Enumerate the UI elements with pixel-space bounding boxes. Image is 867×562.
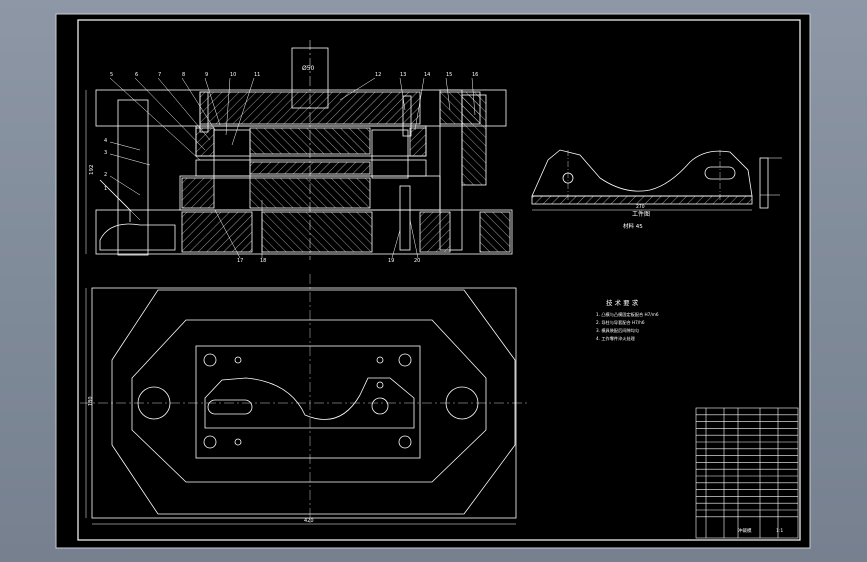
sketch-material: 材料 45 [623,222,643,230]
upper-plate-hatch [199,91,421,125]
part-number-label: 10 [230,72,236,78]
part-number-label: 8 [182,72,185,78]
sketch-width-dim: 270 [636,204,645,210]
part-number-label: 5 [110,72,113,78]
title-block-frame [695,407,799,539]
technical-requirements: 技 术 要 求 1. 凸模与凸模固定板配合 H7/m6 2. 导柱与导套配合 H… [596,298,659,342]
part-number-label: 15 [446,72,452,78]
guide-pillar-left [117,99,149,256]
assembly-section-view [85,40,513,260]
part-number-label: 19 [388,258,394,264]
workpiece-sketch [531,149,782,211]
part-number-label: 7 [158,72,161,78]
punch [213,129,251,179]
sketch-caption: 工件图 [632,210,650,218]
inner-border [77,19,801,541]
part-number-label: 11 [254,72,260,78]
plan-width-dim: 420 [304,518,314,524]
part-number-label: 12 [375,72,381,78]
part-number-label: 4 [104,138,107,144]
part-number-label: 1 [104,186,107,192]
lower-die-plan-view [80,274,530,526]
title-block-scale: 1:1 [776,528,783,534]
tech-notes-title: 技 术 要 求 [606,298,639,307]
part-number-label: 9 [205,72,208,78]
title-block-name: 冲裁模 [738,527,752,534]
part-number-label: 18 [260,258,266,264]
height-dimension: 192 [89,165,95,176]
part-number-label: 6 [135,72,138,78]
cavity-outline [204,377,415,429]
part-number-label: 14 [424,72,430,78]
part-number-label: 16 [472,72,478,78]
drawing-area [55,13,811,549]
title-block [695,407,799,539]
tech-note: 4. 工作零件淬火处理 [596,335,636,342]
part-number-label: 20 [414,258,420,264]
lower-die-plate [95,209,513,255]
workpiece-side-view [759,157,769,209]
part-number-label: 13 [400,72,406,78]
plan-height-dim: 180 [88,396,94,406]
tech-note: 2. 导柱与导套配合 H7/h6 [596,319,645,326]
part-number-label: 17 [237,258,243,264]
tech-note: 1. 凸模与凸模固定板配合 H7/m6 [596,311,659,318]
plan-base-contour [111,289,516,515]
die-insert-outline [195,345,421,459]
part-number-label: 3 [104,150,107,156]
section-part-labels: 5 6 7 8 9 10 11 12 13 14 15 16 4 3 2 1 17 18 19 20 [104,72,478,264]
shank-dimension: Ø50 [302,65,315,72]
part-number-label: 2 [104,172,107,178]
workpiece-outline [531,149,753,197]
tech-note: 3. 模具装配后间隙均匀 [596,327,639,334]
